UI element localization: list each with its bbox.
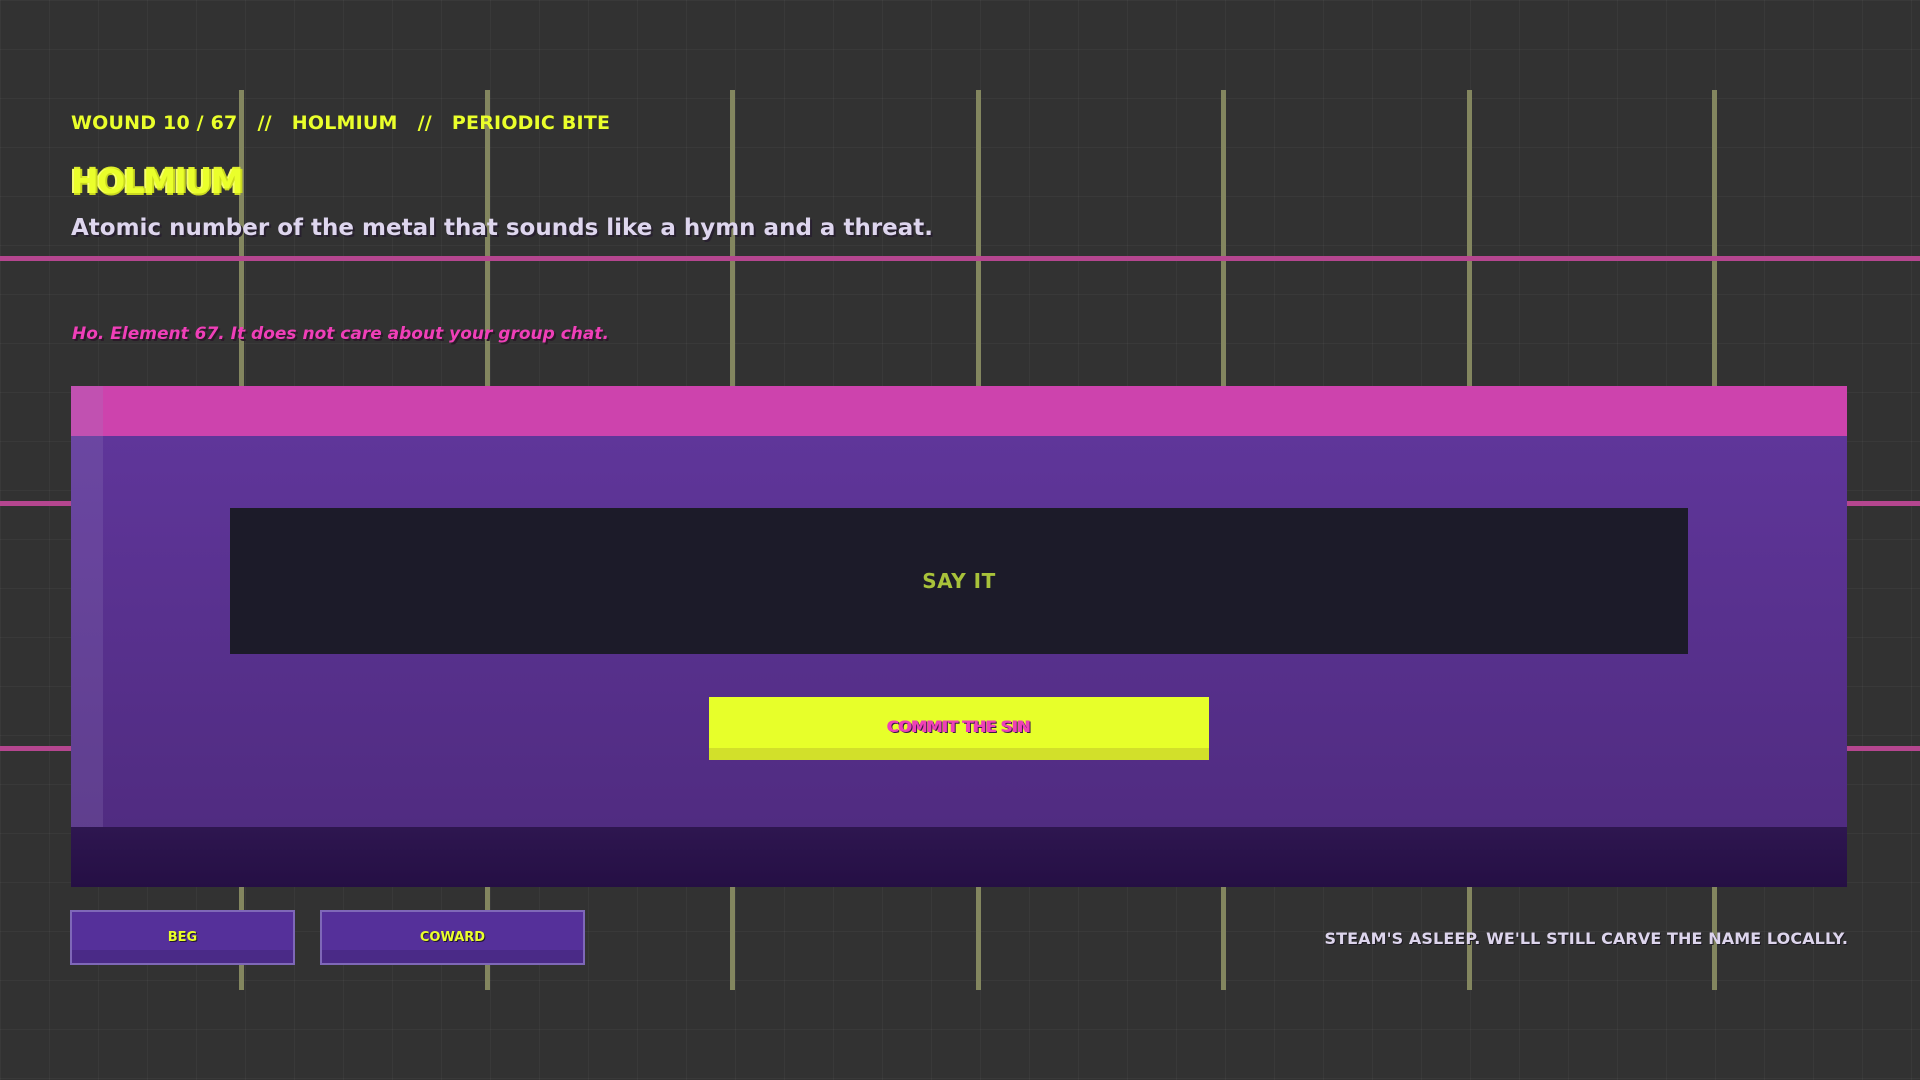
question-title: HOLMIUM — [71, 162, 243, 201]
panel-header-bar — [71, 386, 1847, 436]
commit-button[interactable]: COMMIT THE SIN — [709, 697, 1209, 760]
breadcrumb-separator: // — [417, 112, 432, 134]
breadcrumb-wound: WOUND 10 / 67 — [71, 112, 238, 134]
hint-text: Ho. Element 67. It does not care about y… — [72, 324, 609, 344]
breadcrumb: WOUND 10 / 67 // HOLMIUM // PERIODIC BITE — [71, 112, 610, 134]
question-text: Atomic number of the metal that sounds l… — [71, 215, 934, 241]
beg-button[interactable]: BEG — [70, 910, 295, 965]
breadcrumb-element: HOLMIUM — [291, 112, 398, 134]
breadcrumb-category: PERIODIC BITE — [451, 112, 611, 134]
answer-input[interactable] — [230, 508, 1688, 654]
status-message: STEAM'S ASLEEP. WE'LL STILL CARVE THE NA… — [1324, 929, 1848, 948]
breadcrumb-separator: // — [257, 112, 272, 134]
coward-button[interactable]: COWARD — [320, 910, 585, 965]
commit-button-label: COMMIT THE SIN — [887, 717, 1032, 736]
answer-panel: COMMIT THE SIN — [71, 386, 1847, 887]
grid-line-horizontal — [0, 256, 1920, 261]
panel-side-strip — [71, 386, 103, 887]
panel-footer-bar — [71, 827, 1847, 887]
